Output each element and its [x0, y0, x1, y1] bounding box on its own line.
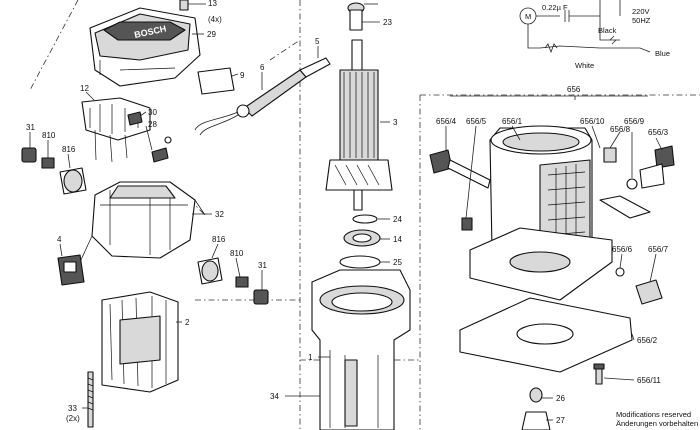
label-656-6: 656/6	[612, 245, 633, 254]
screw-top	[179, 0, 189, 11]
label-816-upper: 816	[62, 145, 76, 154]
top-screw-23	[347, 2, 365, 31]
label-816-lower: 816	[212, 235, 226, 244]
label-32: 32	[215, 210, 224, 219]
label-810-lower: 810	[230, 249, 244, 258]
bearing-rings	[339, 214, 381, 269]
label-31-upper: 31	[26, 123, 35, 132]
switch	[57, 254, 85, 286]
wire-black-label: Black	[598, 26, 617, 35]
wiring-diagram: M 0.22µ F Black 220V 50HZ Blue White	[519, 0, 670, 70]
label-656-7: 656/7	[648, 245, 669, 254]
collet-nut	[521, 387, 551, 430]
label-14: 14	[393, 235, 402, 244]
router-base-assembly	[429, 125, 675, 385]
label-656-4: 656/4	[436, 117, 457, 126]
leader-lines	[29, 3, 663, 421]
label-656-9: 656/9	[624, 117, 645, 126]
label-5: 5	[315, 37, 320, 46]
label-2: 2	[185, 318, 190, 327]
rating-plate	[197, 67, 235, 95]
label-28: 28	[148, 120, 157, 129]
label-30: 30	[148, 108, 157, 117]
armature	[325, 39, 393, 211]
voltage-label: 220V	[632, 7, 650, 16]
label-23: 23	[383, 18, 392, 27]
label-26: 26	[556, 394, 565, 403]
label-656: 656	[567, 85, 581, 94]
stator	[101, 291, 179, 393]
part-labels: 13 (4x) 29 9 6 5 23 3 24 14 25 1 34 26 2…	[26, 0, 669, 425]
label-12: 12	[80, 84, 89, 93]
label-1: 1	[308, 353, 313, 362]
label-4: 4	[57, 235, 62, 244]
label-25: 25	[393, 258, 402, 267]
upper-housing	[79, 181, 206, 263]
label-29: 29	[207, 30, 216, 39]
frequency-label: 50HZ	[632, 16, 651, 25]
label-810-upper: 810	[42, 131, 56, 140]
label-6: 6	[260, 63, 265, 72]
brush-set-lower	[197, 257, 269, 305]
clip-parts	[127, 111, 172, 163]
label-3: 3	[393, 118, 398, 127]
capacitor-label: 0.22µ F	[542, 3, 568, 12]
label-2x: (2x)	[66, 414, 80, 423]
label-24: 24	[393, 215, 402, 224]
label-33: 33	[68, 404, 77, 413]
label-27: 27	[556, 416, 565, 425]
label-9: 9	[240, 71, 245, 80]
label-656-8: 656/8	[610, 125, 631, 134]
label-34: 34	[270, 392, 279, 401]
wire-white-label: White	[575, 61, 594, 70]
label-4x: (4x)	[208, 15, 222, 24]
label-31-lower: 31	[258, 261, 267, 270]
label-656-11: 656/11	[637, 376, 661, 385]
motor-cover: BOSCH	[89, 7, 201, 87]
label-13: 13	[208, 0, 217, 8]
long-screw	[87, 371, 94, 428]
label-656-10: 656/10	[580, 117, 605, 126]
wire-blue-label: Blue	[655, 49, 670, 58]
switch-holder	[81, 97, 151, 163]
footer-notes: Modifications reserved Änderungen vorbeh…	[616, 410, 698, 428]
label-656-3: 656/3	[648, 128, 669, 137]
motor-housing	[311, 269, 411, 430]
motor-symbol: M	[525, 12, 531, 21]
label-656-1: 656/1	[502, 117, 523, 126]
aenderungen-vorbehalten: Änderungen vorbehalten	[616, 419, 698, 428]
label-656-5: 656/5	[466, 117, 487, 126]
brush-set-upper	[21, 147, 87, 195]
power-cable	[194, 57, 331, 136]
modifications-reserved: Modifications reserved	[616, 410, 691, 419]
label-656-2: 656/2	[637, 336, 658, 345]
